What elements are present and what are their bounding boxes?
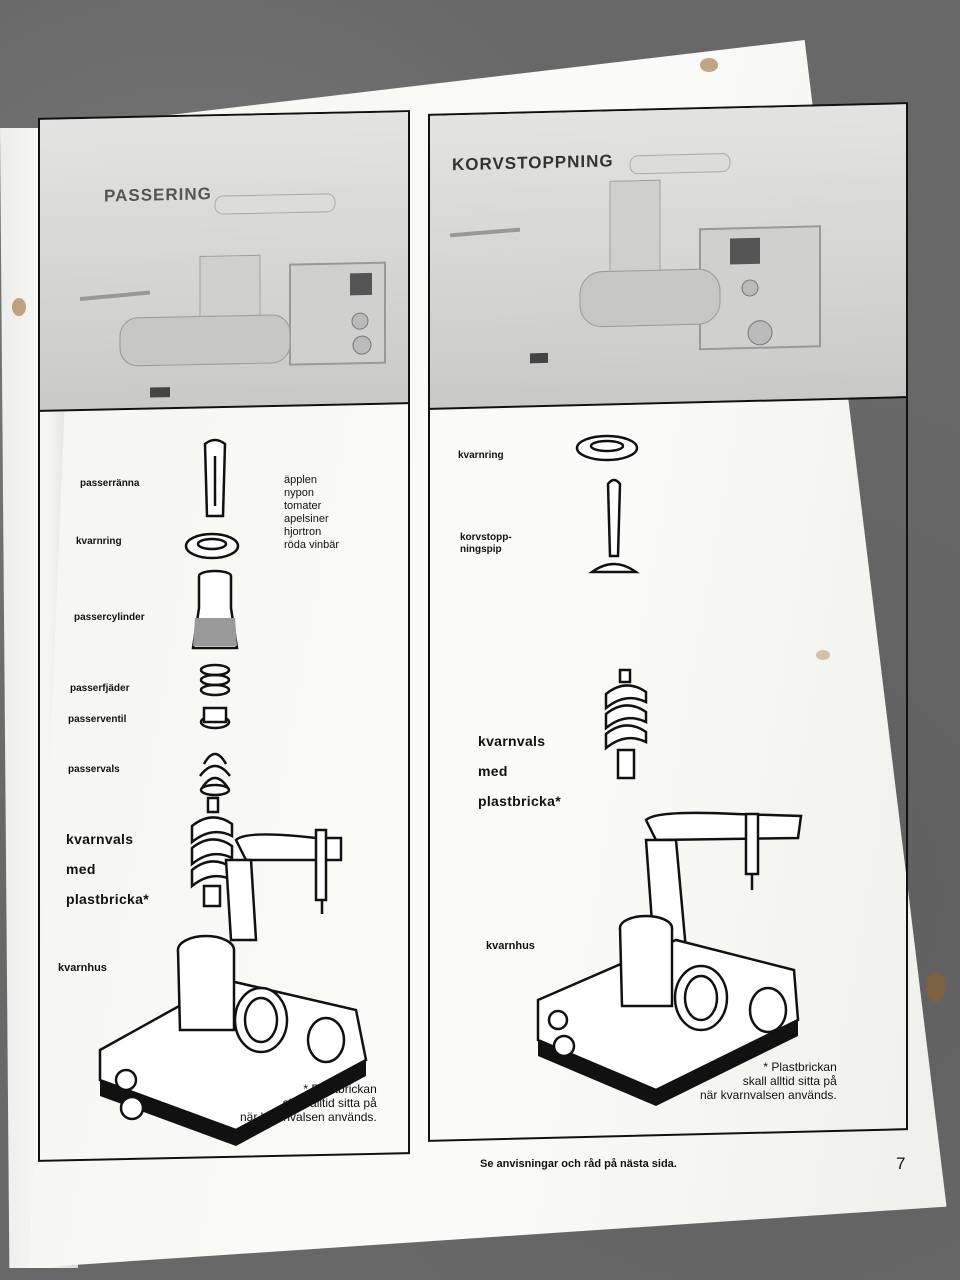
footer-instruction: Se anvisningar och råd på nästa sida. <box>480 1158 677 1170</box>
stain <box>926 972 946 1002</box>
label-passercylinder: passercylinder <box>74 612 145 623</box>
kvarnring-left-drawing <box>184 532 240 560</box>
label-passerventil: passerventil <box>68 714 127 725</box>
passervals-drawing <box>199 752 231 797</box>
passerventil-drawing <box>199 706 231 730</box>
kvarnhus-right-drawing <box>536 811 803 1106</box>
kvarnhus-left-drawing <box>98 828 368 1146</box>
label-kvarnvals-left: kvarnvals med plastbricka* <box>66 831 149 907</box>
kvarnvals-right-drawing <box>604 668 648 780</box>
note-right: * Plastbrickan skall alltid sitta på när… <box>700 1060 837 1102</box>
passering-machine-photo <box>79 193 386 398</box>
label-passerfjader: passerfjäder <box>70 683 130 694</box>
stain <box>816 650 830 660</box>
stain <box>12 298 26 316</box>
passerfjader-drawing <box>199 663 231 697</box>
label-korvstoppningspip: korvstopp- ningspip <box>460 532 512 555</box>
passering-panel: PASSERING <box>38 110 410 1162</box>
label-passervals: passervals <box>68 764 120 775</box>
korvstoppning-photo <box>430 104 906 410</box>
passering-photo <box>40 112 408 412</box>
label-passerranna: passerränna <box>80 478 140 489</box>
passering-title: PASSERING <box>104 184 212 206</box>
korvstoppningspip-drawing <box>588 478 640 574</box>
page-number: 7 <box>896 1154 906 1173</box>
korvstoppning-machine-photo <box>449 153 821 364</box>
fruit-list: äpplen nypon tomater apelsiner hjortron … <box>284 474 340 551</box>
label-kvarnring-right: kvarnring <box>458 450 504 461</box>
note-left: * Plastbrickan skall alltid sitta på när… <box>240 1082 377 1124</box>
korvstoppning-panel: KORVSTOPPNING <box>428 102 908 1142</box>
label-kvarnvals-right: kvarnvals med plastbricka* <box>478 733 561 809</box>
korvstoppning-title: KORVSTOPPNING <box>452 151 614 175</box>
stain <box>700 58 718 72</box>
label-kvarnhus-left: kvarnhus <box>58 962 107 974</box>
passercylinder-drawing <box>191 569 239 650</box>
passerranna-drawing <box>203 438 227 518</box>
kvarnring-right-drawing <box>575 434 639 462</box>
kvarnvals-left-drawing <box>190 796 234 908</box>
label-kvarnring: kvarnring <box>76 536 122 547</box>
label-kvarnhus-right: kvarnhus <box>486 940 535 952</box>
